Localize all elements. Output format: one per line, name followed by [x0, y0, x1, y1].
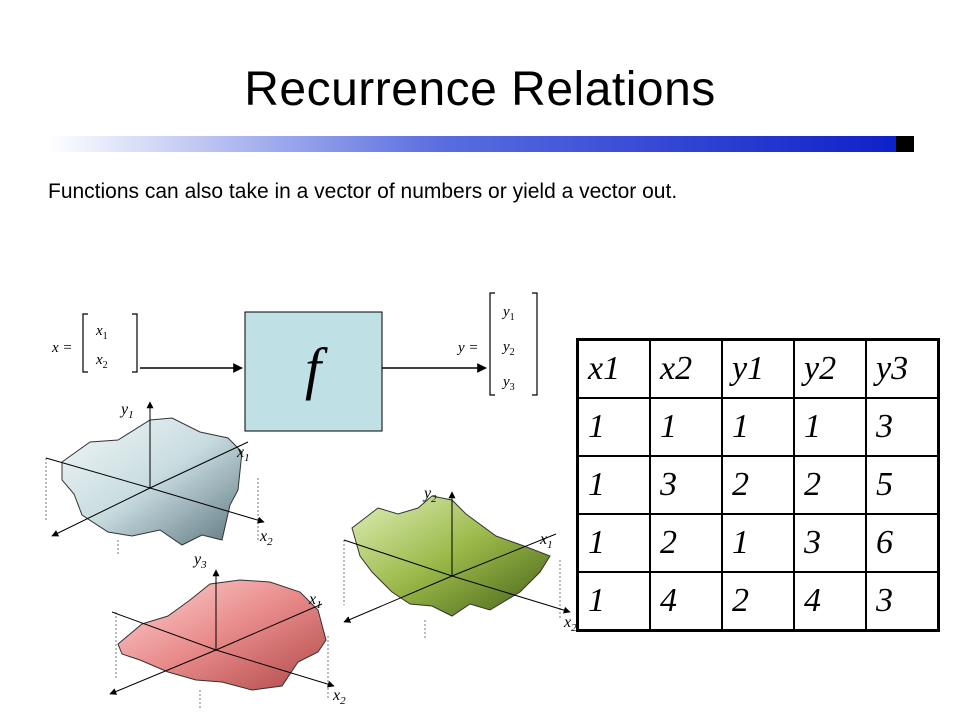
table-cell: 3 — [793, 513, 867, 573]
table-cell: 2 — [793, 455, 867, 515]
surface-plot-y3: y3 x1 x2 — [109, 551, 346, 710]
input-sub-2: 2 — [103, 360, 108, 371]
output-sub-3: 3 — [510, 382, 515, 393]
surface-plot-y2: y2 x1 x2 — [343, 485, 577, 638]
surface-y1 — [61, 417, 243, 546]
svg-text:x2: x2 — [95, 352, 108, 371]
svg-text:x1: x1 — [95, 323, 108, 342]
svg-text:x1: x1 — [539, 531, 553, 551]
title-underline-bar — [48, 136, 914, 152]
table-cell: 2 — [721, 571, 795, 632]
table-cell: 2 — [649, 513, 723, 573]
surface-y3 — [117, 579, 327, 691]
input-sub-1: 1 — [103, 331, 108, 342]
table-header-cell: x2 — [649, 338, 723, 399]
output-entry-1: y — [501, 304, 510, 320]
svg-text:x2: x2 — [259, 528, 273, 548]
table-row: 1 4 2 4 3 — [576, 571, 940, 632]
surface-y2 — [351, 495, 551, 617]
table-row: 1 1 1 1 3 — [576, 397, 940, 457]
slide-subtitle: Functions can also take in a vector of n… — [48, 180, 678, 203]
svg-text:y1: y1 — [119, 401, 134, 421]
table-cell: 1 — [721, 513, 795, 573]
table-header-cell: y3 — [865, 338, 940, 399]
table-cell: 5 — [865, 455, 940, 515]
table-cell: 1 — [576, 397, 651, 457]
table-cell: 2 — [721, 455, 795, 515]
table-row: 1 3 2 2 5 — [576, 455, 940, 515]
table-cell: 6 — [865, 513, 940, 573]
slide-title: Recurrence Relations — [244, 63, 716, 116]
input-entry-1: x — [95, 323, 103, 339]
svg-text:x2: x2 — [563, 614, 577, 634]
table-header-cell: y2 — [793, 338, 867, 399]
table-cell: 4 — [793, 571, 867, 632]
table-header-cell: x1 — [576, 338, 651, 399]
table-cell: 3 — [649, 455, 723, 515]
surface-plot-y1: y1 x1 x2 — [45, 401, 273, 555]
table-cell: 3 — [865, 397, 940, 457]
function-box — [244, 311, 383, 432]
table-header-cell: y1 — [721, 338, 795, 399]
svg-text:y3: y3 — [501, 374, 515, 393]
table-cell: 4 — [649, 571, 723, 632]
table-cell: 1 — [576, 455, 651, 515]
input-vector-equation: x = x1 x2 — [51, 313, 138, 373]
input-lhs: x = — [51, 340, 73, 356]
output-sub-1: 1 — [510, 312, 515, 323]
svg-text:y2: y2 — [501, 339, 515, 358]
table-cell: 1 — [576, 571, 651, 632]
output-entry-3: y — [501, 374, 510, 390]
svg-text:x1: x1 — [308, 591, 322, 611]
table-cell: 1 — [721, 397, 795, 457]
table-cell: 3 — [865, 571, 940, 632]
output-sub-2: 2 — [510, 347, 515, 358]
table-row: 1 2 1 3 6 — [576, 513, 940, 573]
svg-text:y1: y1 — [501, 304, 515, 323]
output-entry-2: y — [501, 339, 510, 355]
svg-text:x2: x2 — [332, 687, 346, 707]
output-vector-equation: y = y1 y2 y3 — [456, 292, 538, 396]
input-entry-2: x — [95, 352, 103, 368]
values-table: x1 x2 y1 y2 y3 1 1 1 1 3 1 3 2 2 5 1 2 1… — [576, 338, 940, 632]
table-header-row: x1 x2 y1 y2 y3 — [576, 338, 940, 399]
svg-text:y3: y3 — [192, 551, 207, 571]
table-cell: 1 — [793, 397, 867, 457]
svg-text:y2: y2 — [422, 485, 437, 505]
table-cell: 1 — [576, 513, 651, 573]
output-lhs: y = — [456, 340, 479, 356]
svg-text:x1: x1 — [236, 444, 250, 464]
table-cell: 1 — [649, 397, 723, 457]
